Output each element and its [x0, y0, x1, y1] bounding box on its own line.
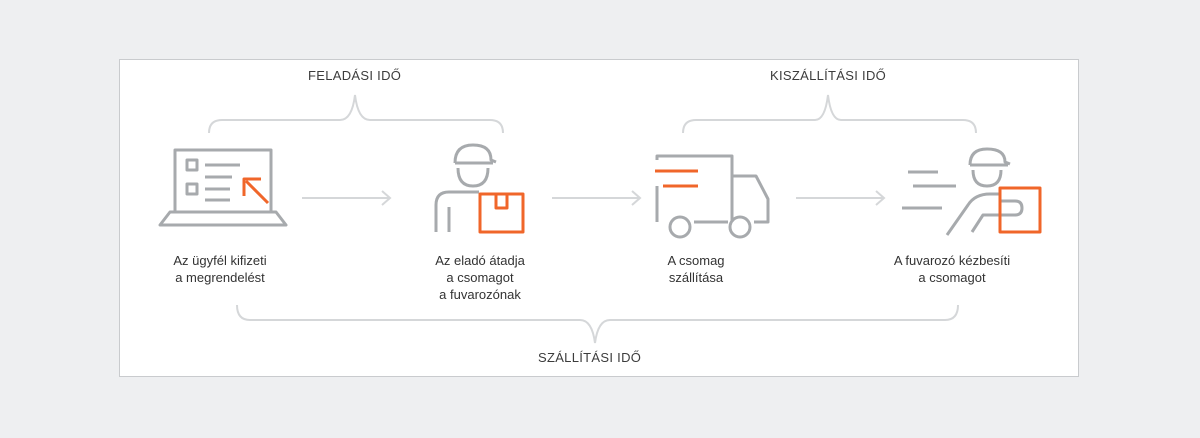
step-4-caption: A fuvarozó kézbesíti a csomagot — [877, 252, 1027, 286]
step-4-line-2: a csomagot — [918, 270, 986, 285]
courier-delivering-icon — [902, 147, 1042, 236]
bracket-szallitasi — [236, 304, 959, 344]
step-2-caption: Az eladó átadja a csomagot a fuvarozónak — [405, 252, 555, 303]
step-3-line-1: A csomag — [667, 253, 725, 268]
step-4-line-1: A fuvarozó kézbesíti — [893, 253, 1011, 268]
arrow-2 — [552, 190, 642, 206]
step-1-caption: Az ügyfél kifizeti a megrendelést — [145, 252, 295, 286]
step-2-line-1: Az eladó átadja — [435, 253, 525, 268]
kiszallitasi-ido-label: KISZÁLLÍTÁSI IDŐ — [770, 68, 887, 83]
bracket-kiszallitasi — [682, 94, 977, 134]
bracket-feladasi — [208, 94, 504, 134]
arrow-3 — [796, 190, 886, 206]
step-3-line-2: szállítása — [668, 270, 724, 285]
step-1-line-2: a megrendelést — [175, 270, 265, 285]
feladasi-ido-label: FELADÁSI IDŐ — [308, 68, 402, 83]
step-1-line-1: Az ügyfél kifizeti — [173, 253, 267, 268]
seller-with-package-icon — [434, 143, 525, 234]
step-2-line-3: a fuvarozónak — [439, 287, 521, 302]
arrow-1 — [302, 190, 392, 206]
szallitasi-ido-label: SZÁLLÍTÁSI IDŐ — [538, 350, 642, 365]
delivery-truck-icon — [655, 154, 770, 239]
laptop-checklist-icon — [158, 148, 288, 227]
step-3-caption: A csomag szállítása — [621, 252, 771, 286]
step-2-line-2: a csomagot — [446, 270, 514, 285]
